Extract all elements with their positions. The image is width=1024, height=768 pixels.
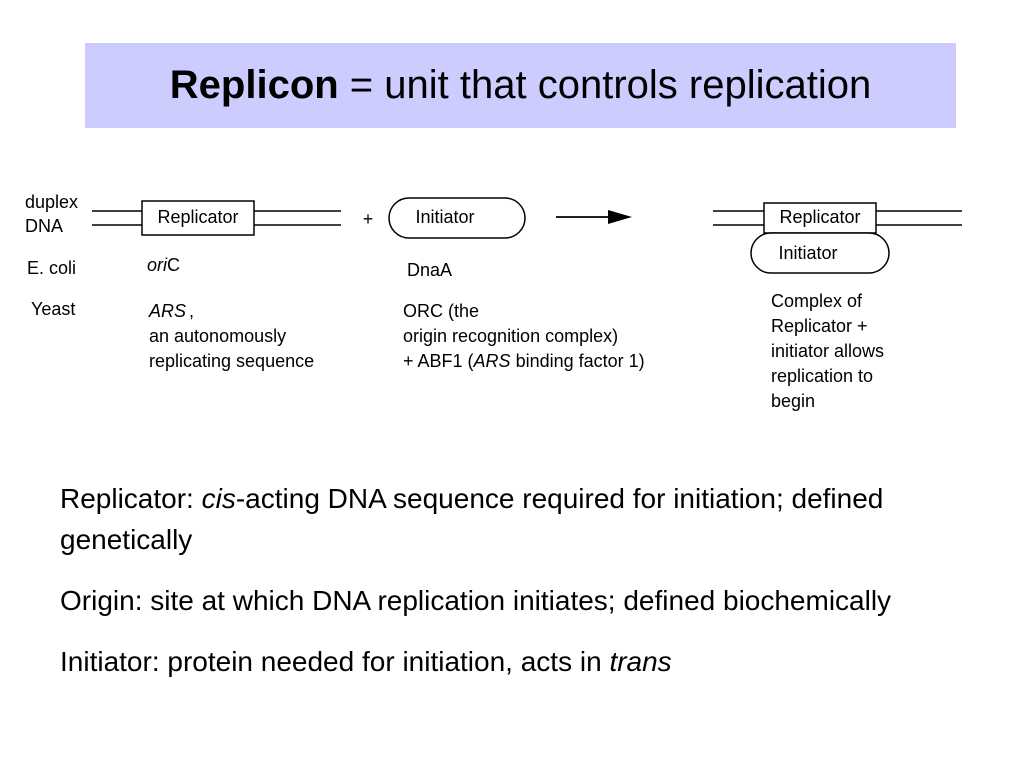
- title-rest: = unit that controls replication: [338, 63, 872, 107]
- def-initiator-italic: trans: [609, 646, 672, 677]
- definition-initiator: Initiator: protein needed for initiation…: [60, 641, 980, 682]
- yeast-initiator-line3-italic: ARS: [473, 351, 511, 371]
- yeast-replicator-comma: ,: [189, 301, 195, 321]
- replicator-box-label: Replicator: [157, 207, 238, 227]
- label-yeast: Yeast: [31, 299, 76, 319]
- ecoli-initiator: DnaA: [407, 260, 453, 280]
- yeast-initiator-line3-a: + ABF1 (: [403, 351, 474, 371]
- complex-initiator-capsule: [750, 232, 890, 274]
- yeast-replicator-italic: ARS: [149, 301, 187, 321]
- definitions: Replicator: cis-acting DNA sequence requ…: [60, 478, 980, 702]
- label-ecoli: E. coli: [27, 258, 77, 278]
- yeast-initiator-line3-b: binding factor 1): [510, 351, 645, 371]
- initiator-capsule-label: Initiator: [415, 207, 474, 227]
- label-dna: DNA: [25, 216, 64, 236]
- yeast-replicator-line3: replicating sequence: [149, 351, 315, 371]
- dna-duplex-right: [713, 210, 962, 226]
- title-bold: Replicon: [169, 63, 339, 107]
- yeast-initiator-line2: origin recognition complex): [403, 326, 619, 346]
- def-replicator-italic: cis: [201, 483, 236, 514]
- initiator-capsule: [388, 197, 526, 239]
- replicator-box: [141, 200, 255, 236]
- complex-note-line: replication to: [771, 366, 874, 386]
- yeast-initiator-line3: + ABF1 (ARS binding factor 1): [403, 349, 645, 374]
- yeast-initiator: ORC (the origin recognition complex) + A…: [403, 299, 645, 374]
- complex-initiator-label: Initiator: [778, 243, 837, 263]
- dna-duplex-left: [92, 210, 341, 226]
- complex-note-line: begin: [771, 391, 816, 411]
- complex-note: Complex of Replicator + initiator allows…: [771, 289, 884, 414]
- definition-replicator: Replicator: cis-acting DNA sequence requ…: [60, 478, 980, 560]
- yeast-replicator-line2: an autonomously: [149, 326, 287, 346]
- complex-replicator-label: Replicator: [779, 207, 860, 227]
- plus-sign: +: [363, 209, 374, 229]
- yeast-initiator-line1: ORC (the: [403, 301, 480, 321]
- complex-note-line: Complex of: [771, 291, 863, 311]
- arrow-icon: [556, 210, 632, 224]
- complex-note-line: initiator allows: [771, 341, 885, 361]
- def-replicator-prefix: Replicator:: [60, 483, 202, 514]
- ecoli-replicator-plain: C: [167, 255, 181, 275]
- def-replicator-suffix: -acting DNA sequence required for initia…: [60, 483, 884, 555]
- complex-note-line: Replicator +: [771, 316, 868, 336]
- ecoli-replicator: oriC: [147, 253, 180, 278]
- ecoli-replicator-italic: ori: [147, 255, 168, 275]
- yeast-replicator: ARS, an autonomously replicating sequenc…: [149, 299, 314, 374]
- def-initiator-prefix: Initiator: protein needed for initiation…: [60, 646, 610, 677]
- label-duplex: duplex: [25, 192, 79, 212]
- slide-title: Replicon = unit that controls replicatio…: [85, 43, 956, 128]
- definition-origin: Origin: site at which DNA replication in…: [60, 585, 892, 616]
